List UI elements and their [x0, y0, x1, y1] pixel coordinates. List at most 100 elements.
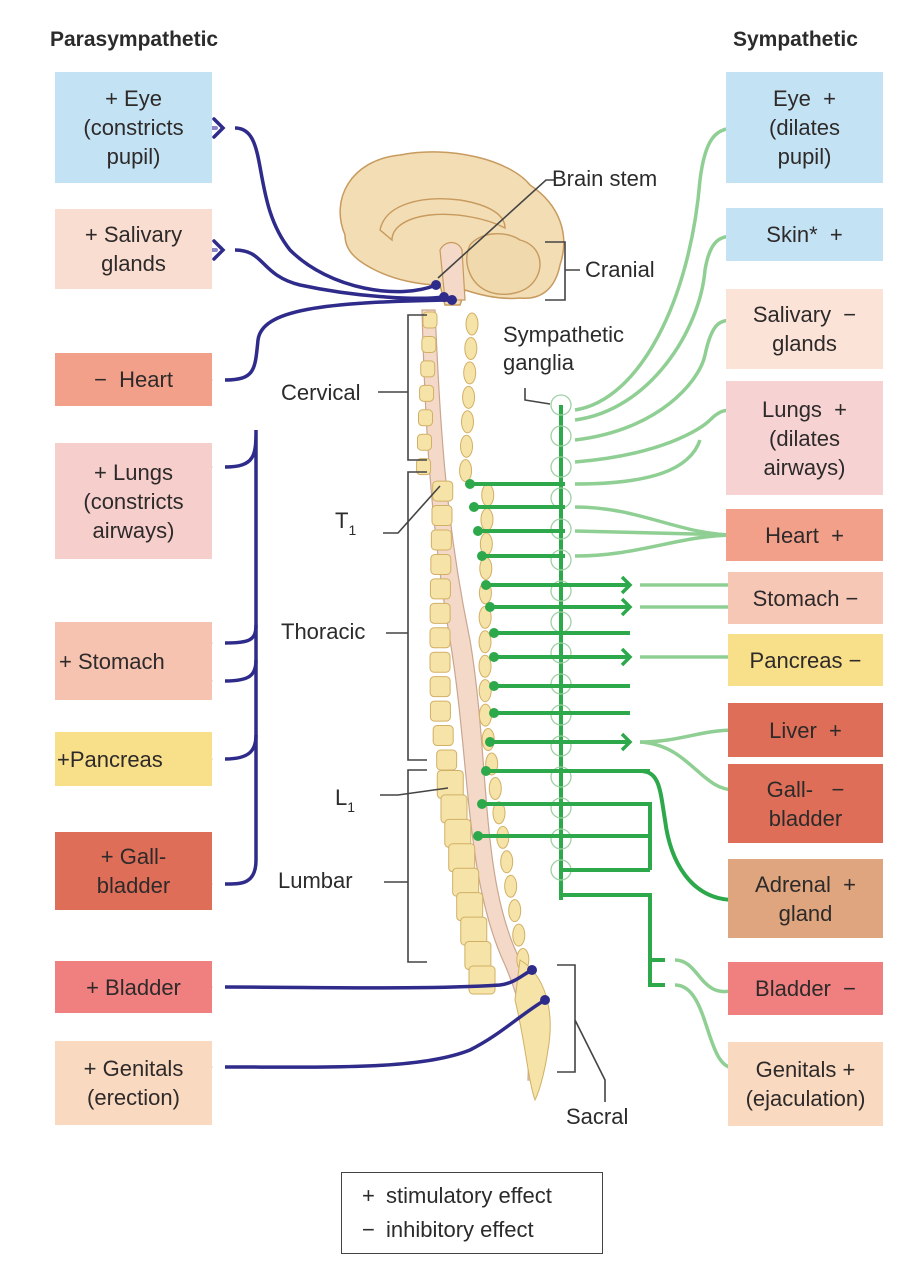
- spinous-process: [488, 776, 502, 800]
- nerve-origin-dot: [527, 965, 537, 975]
- spinous-process: [463, 361, 477, 385]
- vertebra: [436, 749, 458, 771]
- vertebra: [431, 505, 453, 527]
- vertebra: [417, 433, 433, 451]
- vertebra: [430, 529, 452, 551]
- ganglion: [550, 456, 572, 478]
- vertebra: [436, 769, 464, 799]
- spinous-process: [459, 459, 473, 483]
- spinal-column: [416, 309, 551, 1102]
- ganglion: [550, 735, 572, 757]
- box-line: + Stomach: [59, 648, 165, 674]
- symp-gallbladder-box: Gall- − bladder: [728, 764, 883, 843]
- l1-label: L1: [335, 785, 355, 815]
- para-pancreas-box: +Pancreas: [55, 732, 212, 786]
- spinous-process: [500, 850, 514, 874]
- brain: [339, 151, 565, 306]
- spinous-process: [478, 630, 492, 654]
- vertebra: [430, 553, 452, 575]
- box-line: (dilates: [769, 425, 840, 451]
- l1-subscript: 1: [347, 799, 356, 815]
- box-line: + Eye: [105, 86, 162, 111]
- ganglion: [550, 766, 572, 788]
- vertebra: [464, 941, 492, 971]
- parasympathetic-nerve: [234, 126, 437, 294]
- postganglionic-fiber: [574, 234, 736, 422]
- cerebellum: [466, 233, 541, 296]
- spinous-process: [504, 874, 518, 898]
- ganglion: [550, 394, 572, 416]
- box-line: + Bladder: [86, 974, 181, 1000]
- cervical-label: Cervical: [281, 380, 361, 405]
- vertebra: [416, 458, 432, 476]
- spinous-process: [480, 508, 494, 532]
- sympathetic-ganglia-label-1: Sympathetic: [503, 322, 625, 347]
- vertebra: [420, 360, 436, 378]
- legend-text: stimulatory effect: [386, 1183, 552, 1208]
- para-heart-box: − Heart: [55, 353, 212, 406]
- lumbar-label: Lumbar: [278, 868, 353, 893]
- spinous-process: [492, 801, 506, 825]
- box-line: Gall- −: [766, 776, 845, 802]
- synapse-icon: [620, 647, 633, 667]
- box-line: (constricts: [83, 115, 184, 140]
- symp-bladder-box: Bladder −: [728, 962, 883, 1015]
- spinous-process: [508, 899, 522, 923]
- para-genitals-box: + Genitals (erection): [55, 1041, 212, 1125]
- vertebra: [429, 578, 451, 600]
- box-line: Adrenal +: [755, 871, 856, 897]
- symp-skin-box: Skin* +: [726, 208, 883, 261]
- spinous-process: [460, 434, 474, 458]
- box-line: (constricts: [83, 488, 184, 514]
- t1-subscript: 1: [348, 522, 357, 538]
- sympathetic-heading: Sympathetic: [733, 28, 858, 51]
- box-line: + Lungs: [94, 459, 173, 485]
- spinous-process: [478, 654, 492, 678]
- spinous-process: [481, 483, 495, 507]
- box-line: pupil): [777, 144, 832, 169]
- leader-line: [378, 314, 427, 461]
- parasympathetic-nerve: [224, 429, 258, 886]
- box-line: glands: [101, 251, 166, 276]
- symp-eye-box: Eye + (dilates pupil): [726, 72, 883, 183]
- leader-line: [384, 769, 427, 963]
- box-line: − Heart: [94, 367, 173, 392]
- box-line: (erection): [87, 1085, 180, 1110]
- box-line: Pancreas −: [749, 647, 862, 673]
- symp-adrenal-box: Adrenal + gland: [728, 859, 883, 938]
- leader-line: [524, 388, 551, 405]
- box-line: airways): [763, 454, 846, 480]
- ganglion: [550, 549, 572, 571]
- vertebra: [429, 676, 451, 698]
- vertebra: [429, 627, 451, 649]
- parasympathetic-heading: Parasympathetic: [50, 28, 219, 51]
- leader-line: [383, 485, 441, 534]
- parasympathetic-nerve: [224, 659, 258, 683]
- vertebra: [418, 409, 434, 427]
- synapse-icon: [212, 239, 226, 261]
- spinous-process: [462, 385, 476, 409]
- postganglionic-fiber: [574, 529, 736, 537]
- leader-line: [386, 471, 427, 761]
- minus-symbol: −: [362, 1217, 375, 1242]
- para-gallbladder-box: + Gall- bladder: [55, 832, 212, 910]
- vertebra: [444, 818, 472, 848]
- spinous-process: [478, 679, 492, 703]
- para-lungs-box: + Lungs (constricts airways): [55, 443, 212, 559]
- spinous-process: [464, 336, 478, 360]
- box-line: +Pancreas: [57, 746, 163, 772]
- postganglionic-fiber: [574, 408, 736, 464]
- box-line: bladder: [768, 805, 843, 831]
- vertebra: [440, 794, 468, 824]
- box-line: Lungs +: [761, 396, 847, 422]
- box-line: bladder: [96, 873, 171, 898]
- adrenal-fiber: [560, 769, 736, 902]
- postganglionic-fiber: [674, 983, 736, 1070]
- para-eye-box: + Eye (constricts pupil): [55, 72, 212, 183]
- parasympathetic-nerve: [224, 624, 258, 645]
- symp-genitals-box: Genitals + (ejaculation): [728, 1042, 883, 1126]
- vertebra: [419, 384, 435, 402]
- box-line: Heart +: [765, 522, 844, 548]
- para-salivary-box: + Salivary glands: [55, 209, 212, 289]
